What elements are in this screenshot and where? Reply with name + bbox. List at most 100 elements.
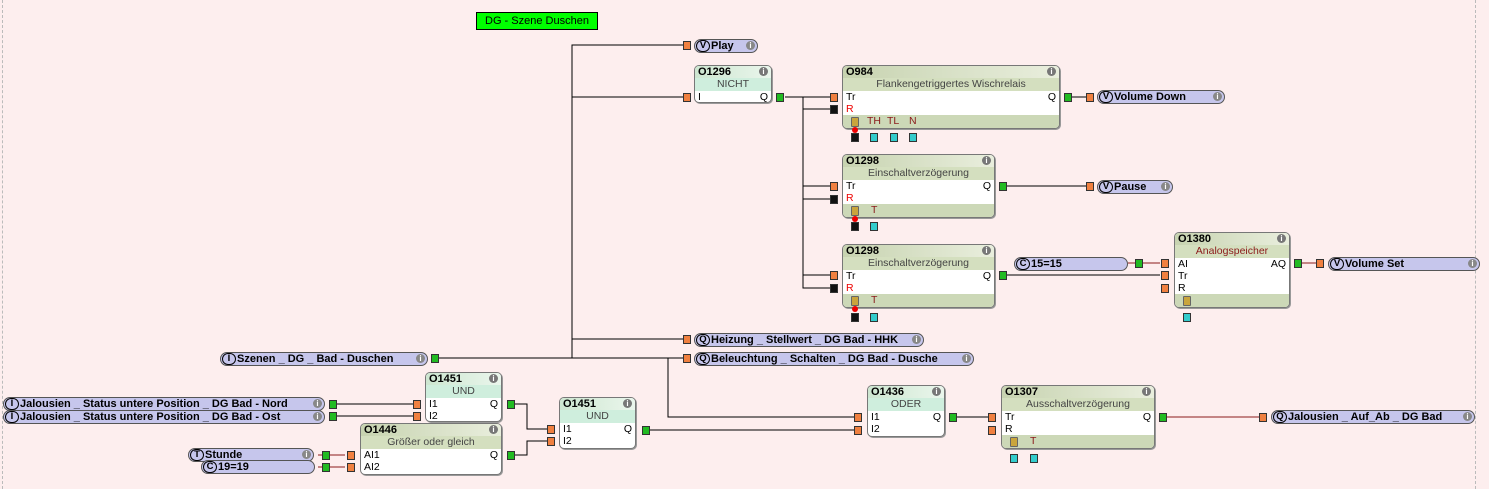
info-icon[interactable]: i <box>489 374 498 383</box>
input-pin[interactable] <box>413 412 421 421</box>
info-icon[interactable]: i <box>1463 412 1472 421</box>
input-pin[interactable] <box>1259 413 1267 422</box>
info-icon[interactable]: i <box>313 399 322 408</box>
input-pin[interactable] <box>683 41 691 50</box>
info-icon[interactable]: i <box>1142 387 1151 396</box>
input-pin[interactable] <box>1161 271 1169 280</box>
param-pin[interactable] <box>870 222 878 231</box>
input-pin[interactable] <box>854 413 862 422</box>
info-icon[interactable]: i <box>489 425 498 434</box>
input-pin[interactable] <box>830 271 838 280</box>
param-pin[interactable] <box>851 313 859 322</box>
output-pin[interactable] <box>776 93 784 102</box>
input-pin[interactable] <box>547 437 555 446</box>
param-pin[interactable] <box>1010 454 1018 463</box>
output-pin[interactable] <box>329 412 337 421</box>
reset-pin[interactable] <box>830 195 838 204</box>
output-pin[interactable] <box>507 400 515 409</box>
output-pin[interactable] <box>431 354 439 363</box>
output-pin[interactable] <box>642 426 650 435</box>
info-icon[interactable]: i <box>746 41 755 50</box>
param-pin[interactable] <box>851 133 859 142</box>
output-pin[interactable] <box>322 463 330 472</box>
input-pin[interactable] <box>988 426 996 435</box>
input-pin[interactable] <box>1086 182 1094 191</box>
output-pin[interactable] <box>329 400 337 409</box>
info-icon[interactable]: i <box>1161 182 1170 191</box>
info-icon[interactable]: i <box>912 335 921 344</box>
input-pin[interactable] <box>988 413 996 422</box>
output-pin[interactable] <box>1135 259 1143 268</box>
output-pin[interactable] <box>322 451 330 460</box>
input-pin[interactable] <box>683 93 691 102</box>
info-icon[interactable]: i <box>416 354 425 363</box>
pin-q: Q <box>932 411 941 423</box>
info-icon[interactable]: i <box>982 246 991 255</box>
info-icon[interactable]: i <box>962 354 971 363</box>
input-pin[interactable] <box>547 425 555 434</box>
param-pin[interactable] <box>870 313 878 322</box>
info-icon[interactable]: i <box>302 450 311 459</box>
input-pin[interactable] <box>683 354 691 363</box>
output-pin[interactable] <box>999 271 1007 280</box>
input-pin[interactable] <box>830 93 838 102</box>
info-icon[interactable]: i <box>1213 92 1222 101</box>
output-pin[interactable] <box>1159 413 1167 422</box>
info-icon[interactable]: i <box>982 156 991 165</box>
output-pin[interactable] <box>949 413 957 422</box>
info-icon[interactable]: i <box>1047 67 1056 76</box>
param-pin[interactable] <box>851 222 859 231</box>
output-pin[interactable] <box>999 182 1007 191</box>
input-pin[interactable] <box>1316 259 1324 268</box>
info-icon[interactable]: i <box>759 67 768 76</box>
param-pin[interactable] <box>870 133 878 142</box>
input-pin[interactable] <box>1086 93 1094 102</box>
input-pin[interactable] <box>854 426 862 435</box>
param-pin[interactable] <box>890 133 898 142</box>
output-pin[interactable] <box>1294 259 1302 268</box>
reset-pin[interactable] <box>830 284 838 293</box>
param-pin[interactable] <box>1183 313 1191 322</box>
reset-pin[interactable] <box>830 105 838 114</box>
output-pin[interactable] <box>1064 93 1072 102</box>
input-pin[interactable] <box>1161 259 1169 268</box>
input-pin[interactable] <box>347 451 355 460</box>
info-icon[interactable]: i <box>932 387 941 396</box>
input-pin[interactable] <box>347 463 355 472</box>
info-icon[interactable]: i <box>623 399 632 408</box>
input-pin[interactable] <box>413 400 421 409</box>
input-pin[interactable] <box>683 335 691 344</box>
param-pin[interactable] <box>1030 454 1038 463</box>
input-pin[interactable] <box>830 182 838 191</box>
info-icon[interactable]: i <box>1277 234 1286 243</box>
output-pin[interactable] <box>507 451 515 460</box>
input-pin[interactable] <box>1161 284 1169 293</box>
info-icon[interactable]: i <box>313 412 322 421</box>
page-border-right <box>1475 0 1476 489</box>
info-icon[interactable]: i <box>1468 259 1477 268</box>
param-pin[interactable] <box>909 133 917 142</box>
